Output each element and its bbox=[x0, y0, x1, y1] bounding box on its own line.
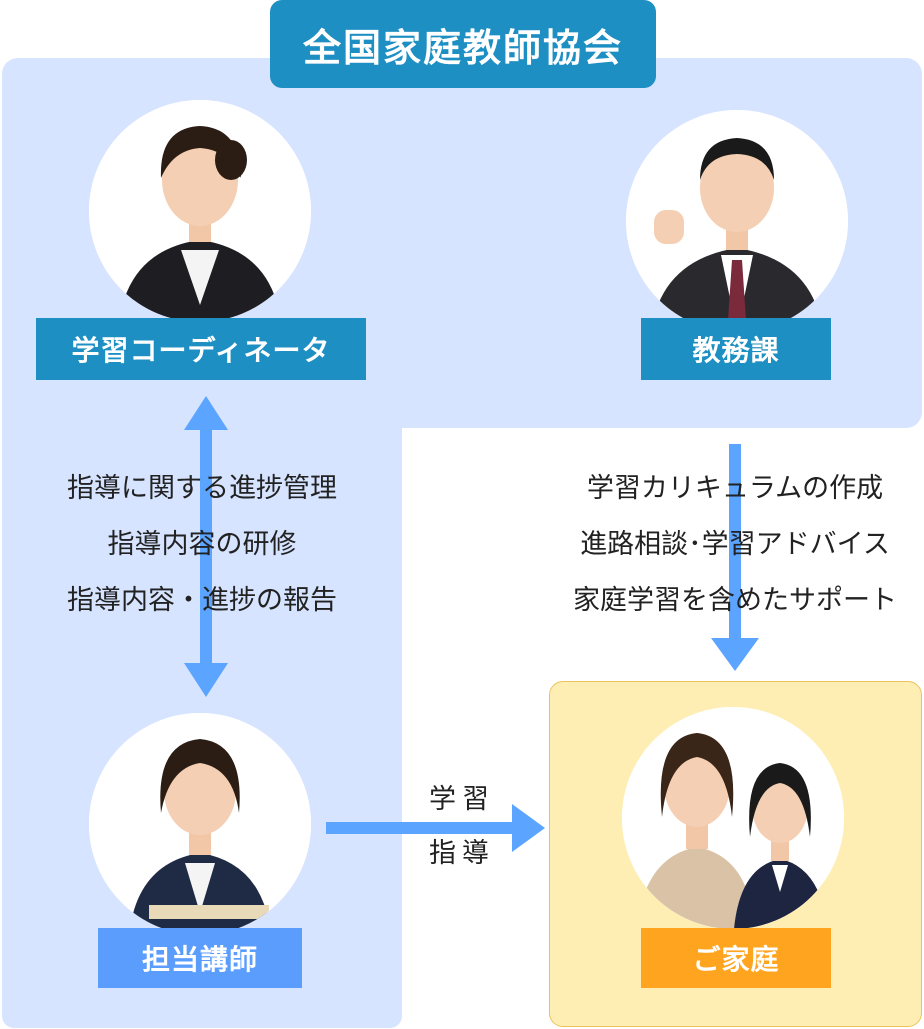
family-photo bbox=[622, 707, 844, 929]
family-label: ご家庭 bbox=[641, 928, 831, 988]
arrow-head-right-icon bbox=[512, 804, 545, 852]
coordinator-task: 指導内容・進捗の報告 bbox=[67, 585, 337, 616]
academic-affairs-photo bbox=[626, 110, 848, 332]
academic-service-list: 学習カリキュラムの作成 進路相談･学習アドバイス 家庭学習を含めたサポート bbox=[540, 461, 924, 629]
tutor-label: 担当講師 bbox=[98, 928, 302, 988]
coordinator-task: 指導内容の研修 bbox=[107, 529, 297, 560]
coordinator-task-list: 指導に関する進捗管理 指導内容の研修 指導内容・進捗の報告 bbox=[2, 461, 402, 629]
arrow-head-down-icon bbox=[711, 638, 759, 671]
academic-service: 進路相談･学習アドバイス bbox=[580, 529, 890, 560]
tutor-family-label: 学習 指導 bbox=[412, 773, 512, 881]
academic-affairs-label: 教務課 bbox=[641, 318, 831, 380]
association-title: 全国家庭教師協会 bbox=[270, 0, 656, 88]
academic-service: 家庭学習を含めたサポート bbox=[573, 585, 897, 616]
tutor-photo bbox=[89, 713, 311, 935]
academic-service: 学習カリキュラムの作成 bbox=[586, 473, 884, 504]
tutor-family-label-line: 指導 bbox=[429, 838, 495, 869]
tutor-family-label-line: 学習 bbox=[429, 784, 495, 815]
coordinator-task: 指導に関する進捗管理 bbox=[67, 473, 337, 504]
coordinator-label: 学習コーディネータ bbox=[36, 318, 366, 380]
coordinator-photo bbox=[89, 100, 311, 322]
